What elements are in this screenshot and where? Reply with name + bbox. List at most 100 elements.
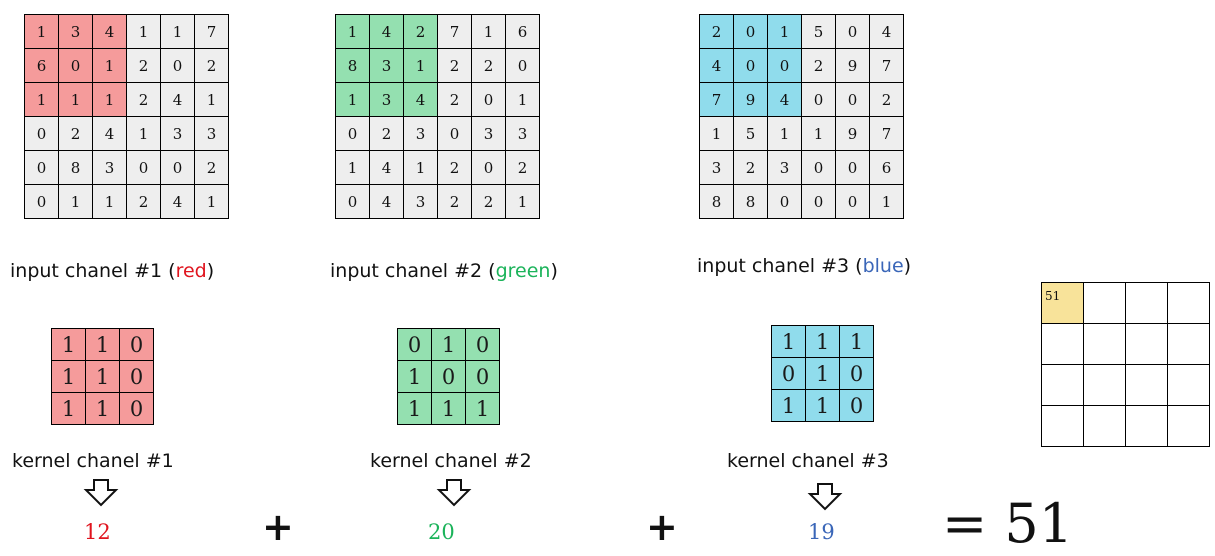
grid-cell: 2 xyxy=(369,116,404,151)
grid-cell: 0 xyxy=(801,150,836,185)
grid-cell: 1 xyxy=(58,184,93,219)
input-label-2-prefix: input chanel #2 ( xyxy=(330,260,496,282)
kernel-label-2: kernel chanel #2 xyxy=(370,450,532,472)
result-channel-1: 12 xyxy=(84,520,111,544)
output-cell xyxy=(1083,282,1126,324)
output-cell xyxy=(1041,323,1084,365)
grid-cell: 0 xyxy=(465,360,500,393)
output-cell xyxy=(1041,405,1084,447)
grid-cell: 7 xyxy=(699,82,734,117)
down-arrow-icon xyxy=(807,483,843,511)
grid-cell: 1 xyxy=(92,82,127,117)
grid-cell: 1 xyxy=(397,392,432,425)
grid-cell: 4 xyxy=(160,184,195,219)
output-cell-first: 51 xyxy=(1041,282,1084,324)
grid-cell: 4 xyxy=(699,48,734,83)
output-cell xyxy=(1167,282,1210,324)
grid-cell: 0 xyxy=(160,48,195,83)
grid-cell: 0 xyxy=(767,184,802,219)
grid-cell: 2 xyxy=(471,48,506,83)
grid-cell: 7 xyxy=(437,14,472,49)
grid-cell: 3 xyxy=(369,48,404,83)
grid-cell: 2 xyxy=(733,150,768,185)
grid-cell: 8 xyxy=(335,48,370,83)
grid-cell: 1 xyxy=(805,325,840,358)
grid-cell: 2 xyxy=(126,184,161,219)
grid-cell: 0 xyxy=(58,48,93,83)
grid-cell: 2 xyxy=(58,116,93,151)
grid-cell: 0 xyxy=(835,150,870,185)
grid-cell: 1 xyxy=(699,116,734,151)
grid-cell: 0 xyxy=(397,328,432,361)
grid-cell: 0 xyxy=(335,184,370,219)
grid-cell: 1 xyxy=(335,150,370,185)
grid-cell: 9 xyxy=(835,48,870,83)
grid-cell: 1 xyxy=(85,392,120,425)
grid-cell: 2 xyxy=(699,14,734,49)
grid-cell: 3 xyxy=(767,150,802,185)
output-cell xyxy=(1125,405,1168,447)
grid-cell: 4 xyxy=(369,150,404,185)
result-channel-2: 20 xyxy=(428,520,455,544)
grid-cell: 3 xyxy=(471,116,506,151)
grid-cell: 2 xyxy=(437,184,472,219)
grid-cell: 3 xyxy=(160,116,195,151)
down-arrow-icon xyxy=(83,479,119,507)
grid-cell: 0 xyxy=(839,389,874,422)
grid-cell: 1 xyxy=(465,392,500,425)
output-cell xyxy=(1125,282,1168,324)
grid-row: 51 xyxy=(1041,282,1210,324)
grid-cell: 1 xyxy=(403,48,438,83)
grid-cell: 1 xyxy=(839,325,874,358)
grid-cell: 2 xyxy=(403,14,438,49)
grid-cell: 1 xyxy=(471,14,506,49)
grid-cell: 4 xyxy=(369,184,404,219)
output-cell xyxy=(1083,405,1126,447)
grid-cell: 1 xyxy=(85,328,120,361)
grid-cell: 0 xyxy=(160,150,195,185)
output-cell xyxy=(1167,323,1210,365)
output-cell xyxy=(1167,364,1210,406)
grid-cell: 1 xyxy=(397,360,432,393)
plus-sign: + xyxy=(646,505,678,549)
grid-cell: 3 xyxy=(92,150,127,185)
grid-cell: 2 xyxy=(194,48,229,83)
grid-cell: 0 xyxy=(771,357,806,390)
input-label-3-color-word: blue xyxy=(862,255,904,277)
grid-cell: 0 xyxy=(839,357,874,390)
grid-cell: 1 xyxy=(194,82,229,117)
grid-cell: 0 xyxy=(119,328,154,361)
grid-cell: 1 xyxy=(767,14,802,49)
grid-cell: 1 xyxy=(431,328,466,361)
grid-cell: 6 xyxy=(505,14,540,49)
grid-cell: 1 xyxy=(335,82,370,117)
grid-cell: 9 xyxy=(835,116,870,151)
plus-sign: + xyxy=(262,505,294,549)
grid-cell: 2 xyxy=(437,150,472,185)
grid-cell: 4 xyxy=(92,14,127,49)
grid-cell: 0 xyxy=(24,150,59,185)
output-cell xyxy=(1125,364,1168,406)
grid-cell: 1 xyxy=(771,325,806,358)
grid-row xyxy=(1041,323,1210,365)
grid-cell: 6 xyxy=(869,150,904,185)
grid-cell: 1 xyxy=(431,392,466,425)
